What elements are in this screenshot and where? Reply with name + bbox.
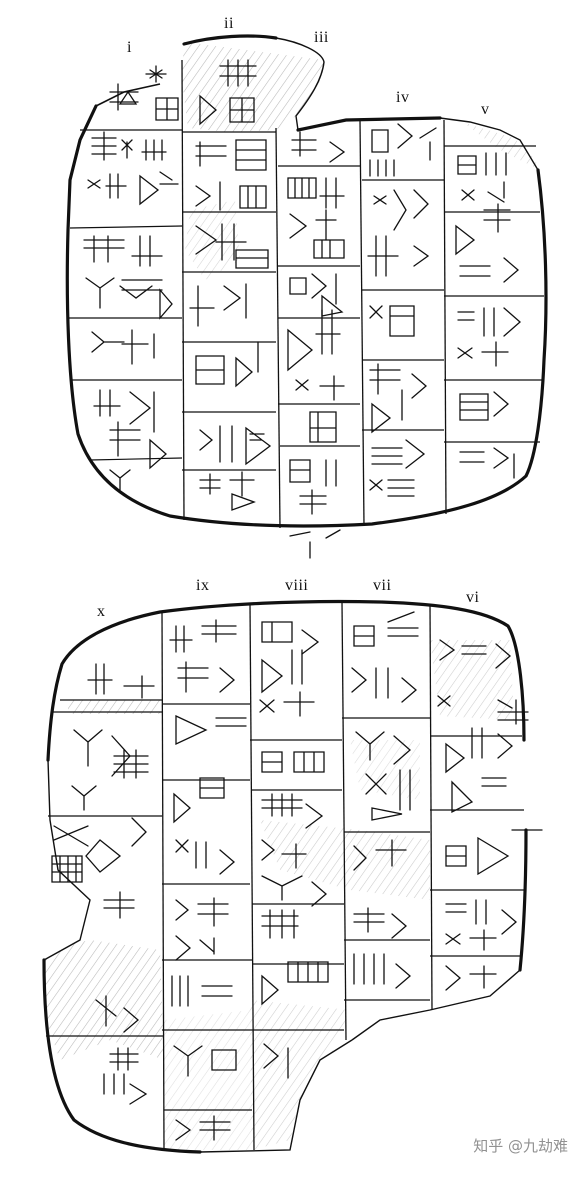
watermark-text: 知乎 @九劫难 <box>473 1137 568 1155</box>
reverse-column-label-vii: vii <box>373 577 392 594</box>
reverse-column-rules <box>161 601 433 1151</box>
obverse-column-label-iii: iii <box>314 29 329 46</box>
obverse-column-label-i: i <box>127 39 132 56</box>
obverse-column-label-ii: ii <box>224 15 234 32</box>
reverse-column-label-vi: vi <box>466 589 480 606</box>
obverse-column-label-iv: iv <box>396 89 410 106</box>
obverse-case-rules <box>68 129 544 471</box>
obverse-face <box>65 34 548 559</box>
obverse-column-label-v: v <box>481 101 490 118</box>
obverse-column-rules <box>181 59 447 529</box>
reverse-column-label-viii: viii <box>285 577 309 594</box>
reverse-face <box>42 599 543 1154</box>
reverse-column-label-ix: ix <box>196 577 210 594</box>
reverse-cuneiform-signs <box>51 611 543 1141</box>
reverse-damage-hatching <box>44 640 514 1150</box>
reverse-column-label-x: x <box>97 603 106 620</box>
obverse-cuneiform-signs <box>83 59 521 559</box>
